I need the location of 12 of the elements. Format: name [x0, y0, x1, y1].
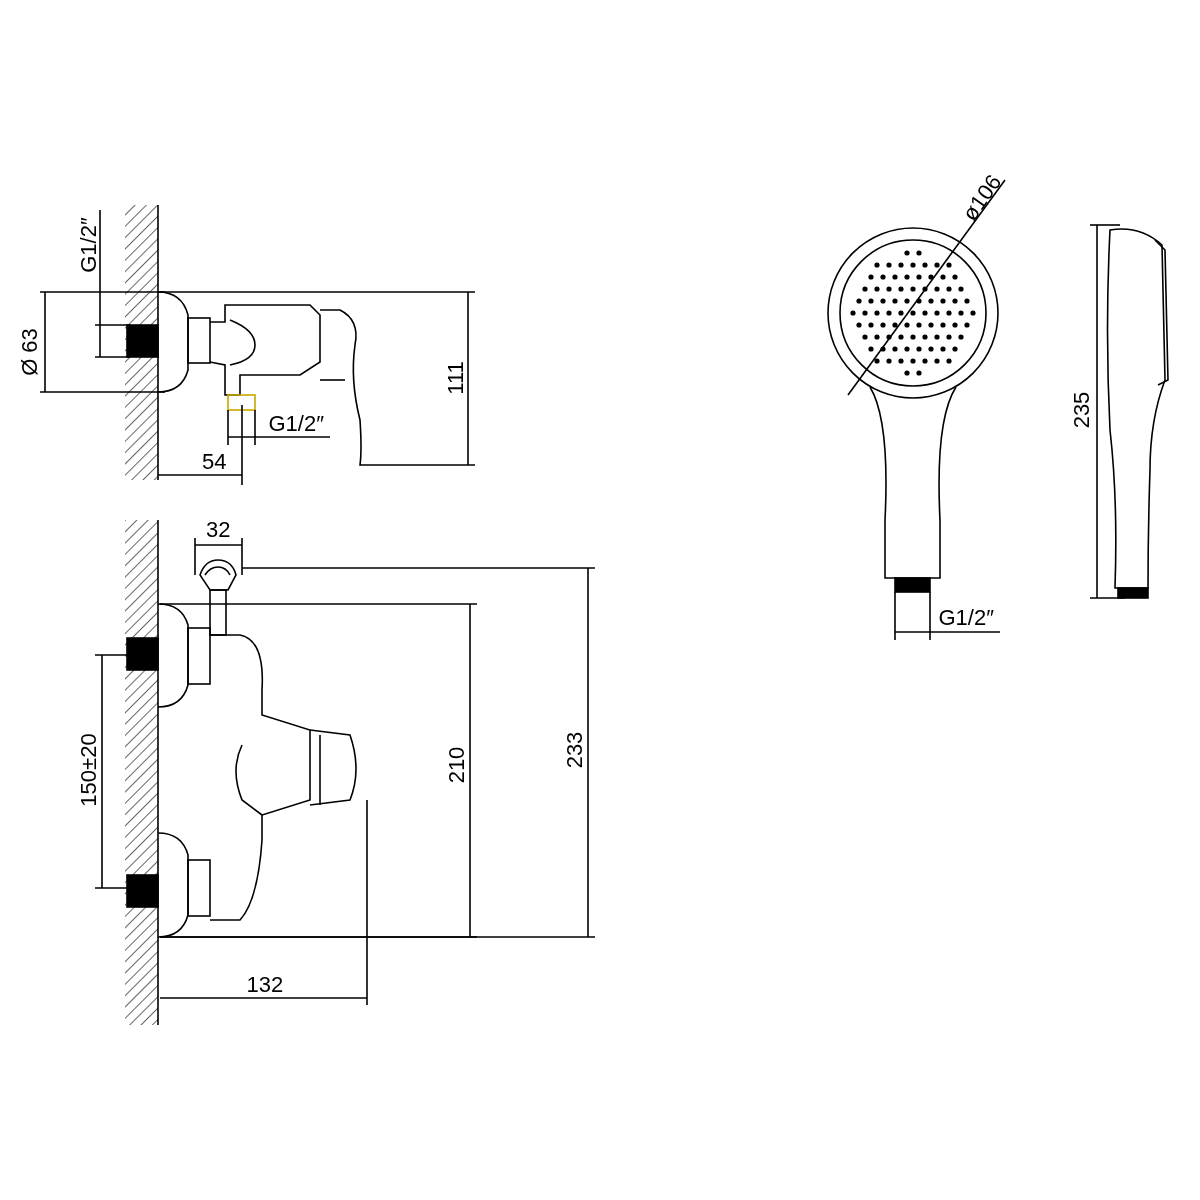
thread-label: G1/2″	[77, 217, 100, 273]
dimension-label: 54	[202, 451, 227, 473]
dimension-label: 32	[206, 519, 231, 541]
thread-label: G1/2″	[938, 607, 994, 629]
dimension-label: 233	[563, 731, 586, 769]
dimension-label: 210	[445, 746, 468, 784]
thread-label: G1/2″	[268, 413, 324, 435]
diameter-label: Ø 63	[18, 328, 41, 376]
dimension-label: 111	[444, 361, 467, 395]
dimension-label: 150±20	[77, 733, 100, 807]
dimension-label: 132	[246, 974, 284, 996]
dimension-label: 235	[1070, 391, 1093, 429]
